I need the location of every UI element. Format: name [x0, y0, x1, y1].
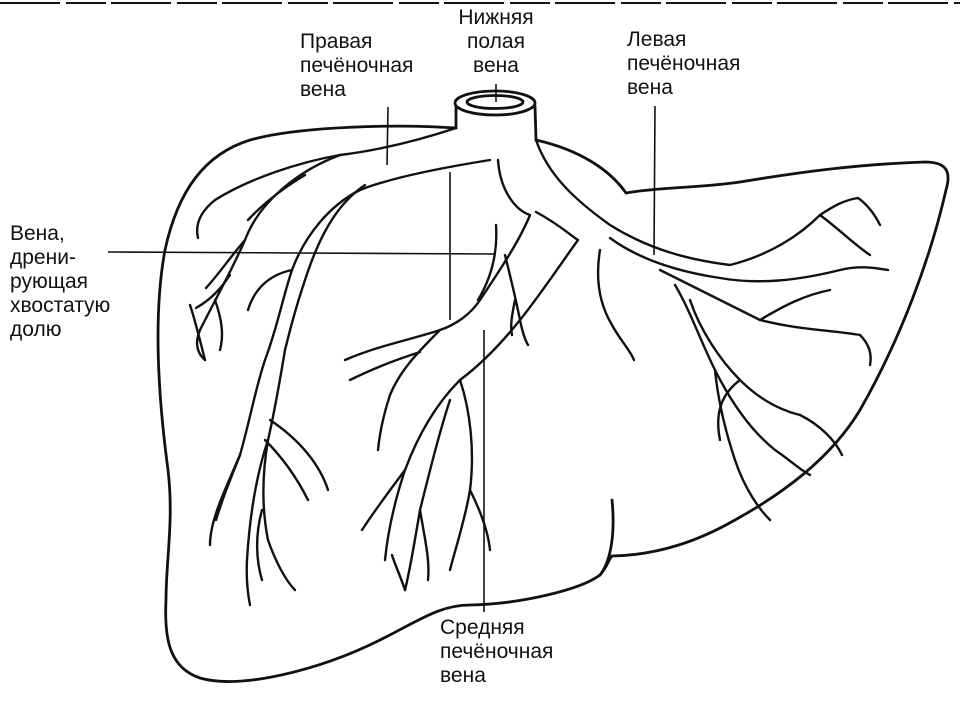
- label-right-hepatic-vein: Правая печёночная вена: [300, 30, 413, 102]
- label-line: хвостатую: [10, 294, 111, 317]
- label-middle-hepatic-vein: Средняя печёночная вена: [440, 616, 553, 688]
- label-line: дрени-: [10, 246, 76, 269]
- label-line: вена: [627, 76, 673, 99]
- ivc-wall-right: [533, 104, 538, 142]
- right-hepatic-vein: [188, 126, 492, 607]
- ivc-rim-inner: [465, 94, 525, 110]
- leader-caudate-vein: [107, 251, 496, 255]
- leader-left-hepatic-vein: [653, 105, 656, 256]
- ivc-rim-outer: [453, 89, 537, 117]
- label-left-hepatic-vein: Левая печёночная вена: [627, 28, 740, 100]
- label-line: печёночная: [627, 52, 741, 75]
- liver-outline: [156, 124, 950, 683]
- label-line: печёночная: [440, 640, 554, 663]
- label-line: печёночная: [300, 54, 414, 77]
- label-line: вена: [440, 664, 486, 687]
- label-line: Правая: [300, 30, 373, 53]
- label-line: Левая: [627, 28, 687, 51]
- liver-upper-edge: [534, 138, 628, 195]
- label-line: вена: [300, 78, 346, 101]
- label-line: Средняя: [440, 616, 525, 639]
- label-line: рующая: [10, 270, 89, 293]
- label-line: долю: [10, 318, 62, 341]
- label-line: Вена,: [10, 222, 65, 245]
- label-line: полая: [467, 30, 525, 53]
- label-inferior-vena-cava: Нижняя полая вена: [455, 6, 537, 78]
- label-caudate-vein: Вена, дрени- рующая хвостатую долю: [10, 222, 110, 342]
- label-line: вена: [473, 54, 519, 77]
- lobe-fold: [598, 498, 615, 577]
- label-line: Нижняя: [458, 6, 534, 29]
- middle-hepatic-vein: [343, 158, 580, 592]
- left-hepatic-vein: [534, 138, 890, 522]
- leader-right-hepatic-vein: [386, 106, 389, 166]
